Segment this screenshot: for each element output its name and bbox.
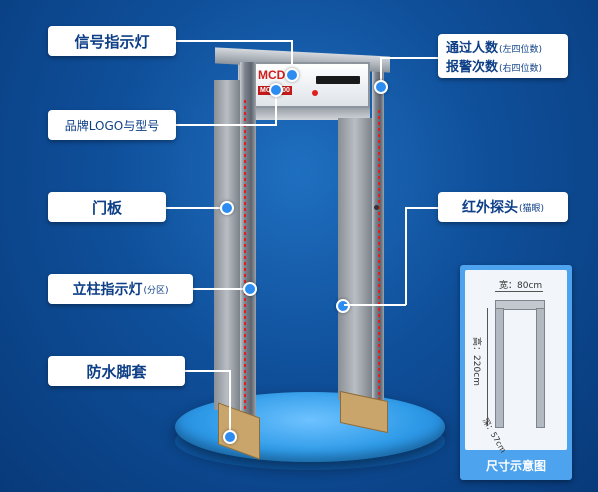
- size-height-line: [487, 308, 488, 426]
- label-infrared: 红外探头(猫眼): [438, 192, 568, 222]
- left-front-pillar: [240, 62, 256, 450]
- label-waterproof: 防水脚套: [48, 356, 185, 386]
- waterproof-dot: [223, 430, 237, 444]
- counter-display: [316, 76, 360, 84]
- right-pillar-leds: [378, 110, 380, 400]
- callout-line-count: [380, 57, 438, 59]
- size-diagram: 宽：80cm 高：220cm 深：57cm 尺寸示意图: [460, 265, 572, 480]
- alarm-light: [312, 90, 318, 96]
- right-door-panel: [338, 118, 372, 400]
- label-pillar-light: 立柱指示灯(分区): [48, 274, 193, 304]
- pillar-dot: [243, 282, 257, 296]
- infrared-sensor: [374, 205, 379, 210]
- count-dot: [374, 80, 388, 94]
- callout-line-door: [165, 207, 225, 209]
- size-frame-right: [536, 308, 545, 428]
- callout-line-count-v: [380, 57, 382, 85]
- size-width-text: 宽：80cm: [499, 281, 543, 291]
- size-frame-left: [495, 308, 504, 428]
- label-signal-light: 信号指示灯: [48, 26, 176, 56]
- logo-dot: [269, 83, 283, 97]
- callout-line-pillar: [193, 288, 248, 290]
- callout-line-waterproof-v: [229, 370, 231, 435]
- size-frame-top: [495, 300, 545, 310]
- callout-line-infrared-v: [405, 207, 407, 305]
- left-door-panel: [214, 80, 240, 410]
- size-width-line: [495, 291, 543, 292]
- left-pillar-leds: [244, 100, 246, 430]
- callout-line-waterproof: [185, 370, 230, 372]
- callout-line-infrared-h2: [344, 304, 406, 306]
- header-underside: [252, 108, 370, 120]
- label-door-panel: 门板: [48, 192, 166, 222]
- label-counts: 通过人数(左四位数) 报警次数(右四位数): [438, 34, 568, 78]
- door-dot: [220, 201, 234, 215]
- callout-line-infrared: [405, 207, 438, 209]
- callout-line-signal-v: [291, 40, 293, 70]
- size-height-text: 高：220cm: [470, 337, 481, 386]
- size-diagram-title: 尺寸示意图: [485, 459, 546, 473]
- brand-logo: MCD: [258, 68, 286, 82]
- callout-line-logo: [175, 124, 275, 126]
- size-diagram-canvas: 宽：80cm 高：220cm 深：57cm: [465, 270, 567, 454]
- infrared-dot: [336, 299, 350, 313]
- callout-line-logo-v: [275, 88, 277, 126]
- signal-dot: [285, 68, 299, 82]
- callout-line-signal: [175, 40, 292, 42]
- label-brand-logo: 品牌LOGO与型号: [48, 110, 176, 140]
